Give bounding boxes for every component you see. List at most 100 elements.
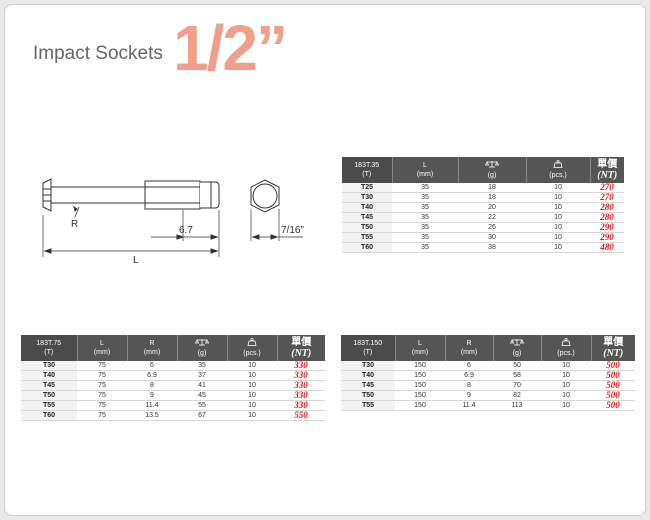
- code-cell: T55: [21, 400, 77, 411]
- length-cell: 150: [395, 400, 445, 411]
- quantity-cell: 10: [227, 370, 277, 381]
- spec-table-183t-150: 183T.150(T) L(mm) R(mm) (g) (pcs.) 單價(NT…: [341, 335, 635, 411]
- scale-icon: [485, 161, 499, 168]
- price-cell: 280: [590, 212, 624, 223]
- code-cell: T50: [341, 390, 395, 401]
- dim-r-label: R: [71, 219, 78, 230]
- price-cell: 290: [590, 222, 624, 233]
- quantity-cell: 10: [541, 370, 591, 381]
- quantity-cell: 10: [541, 361, 591, 371]
- price-header: 單價(NT): [591, 335, 635, 361]
- scale-icon: [510, 339, 524, 346]
- code-cell: T60: [21, 410, 77, 421]
- weight-cell: 113: [493, 400, 541, 411]
- length-cell: 150: [395, 361, 445, 371]
- weight-cell: 41: [177, 380, 227, 391]
- price-header: 單價(NT): [277, 335, 325, 361]
- length-cell: 75: [77, 380, 127, 391]
- code-header: 183T.150(T): [341, 335, 396, 361]
- radius-cell: 8: [127, 380, 177, 391]
- scale-icon: [195, 339, 209, 346]
- price-cell: 270: [590, 192, 624, 203]
- length-header: L(mm): [392, 157, 459, 183]
- code-cell: T30: [342, 192, 392, 203]
- code-cell: T30: [21, 361, 77, 371]
- weight-cell: 50: [493, 361, 541, 371]
- weight-cell: 35: [177, 361, 227, 371]
- code-cell: T25: [342, 183, 392, 193]
- code-cell: T40: [341, 370, 395, 381]
- price-cell: 500: [591, 370, 635, 381]
- catalog-page: Impact Sockets 1/2”: [4, 4, 646, 516]
- price-cell: 290: [590, 232, 624, 243]
- radius-cell: 6: [127, 361, 177, 371]
- table-header-row: 183T.35(T) L(mm) (g) (pcs.) 單價(NT): [342, 157, 624, 183]
- quantity-cell: 10: [227, 400, 277, 411]
- length-header: L(mm): [395, 335, 446, 361]
- length-cell: 75: [77, 361, 127, 371]
- size-heading: 1/2”: [173, 12, 288, 84]
- price-cell: 480: [590, 242, 624, 253]
- price-cell: 500: [591, 390, 635, 401]
- radius-header: R(mm): [445, 335, 494, 361]
- weight-cell: 22: [458, 212, 526, 223]
- weight-cell: 18: [458, 183, 526, 193]
- quantity-header: (pcs.): [526, 157, 591, 183]
- weight-cell: 58: [493, 370, 541, 381]
- length-cell: 75: [77, 370, 127, 381]
- price-cell: 270: [590, 183, 624, 193]
- weight-cell: 18: [458, 192, 526, 203]
- dim-6-7-label: 6.7: [179, 225, 193, 236]
- quantity-cell: 10: [526, 212, 590, 223]
- radius-cell: 11.4: [127, 400, 177, 411]
- dim-l-label: L: [133, 255, 139, 265]
- quantity-cell: 10: [227, 380, 277, 391]
- quantity-cell: 10: [526, 192, 590, 203]
- price-cell: 330: [277, 361, 325, 371]
- quantity-cell: 10: [526, 242, 590, 253]
- table-header-row: 183T.75(T) L(mm) R(mm) (g) (pcs.) 單價(NT): [21, 335, 325, 361]
- weight-cell: 30: [458, 232, 526, 243]
- code-cell: T55: [342, 232, 392, 243]
- code-cell: T40: [342, 202, 392, 213]
- quantity-header: (pcs.): [541, 335, 592, 361]
- quantity-cell: 10: [541, 380, 591, 391]
- quantity-cell: 10: [526, 202, 590, 213]
- socket-technical-drawing: R L 6.7 7/16”: [42, 178, 304, 265]
- weight-cell: 26: [458, 222, 526, 233]
- weight-cell: 82: [493, 390, 541, 401]
- length-cell: 75: [77, 400, 127, 411]
- quantity-cell: 10: [227, 410, 277, 421]
- weight-cell: 45: [177, 390, 227, 401]
- length-cell: 35: [392, 242, 458, 253]
- radius-cell: 6: [445, 361, 493, 371]
- spec-table-183t-75: 183T.75(T) L(mm) R(mm) (g) (pcs.) 單價(NT)…: [21, 335, 325, 421]
- length-cell: 35: [392, 212, 458, 223]
- weight-bag-icon: [247, 338, 257, 346]
- code-header: 183T.75(T): [21, 335, 78, 361]
- price-cell: 500: [591, 361, 635, 371]
- code-cell: T50: [21, 390, 77, 401]
- quantity-cell: 10: [227, 390, 277, 401]
- weight-bag-icon: [561, 338, 571, 346]
- length-cell: 35: [392, 183, 458, 193]
- price-header: 單價(NT): [590, 157, 624, 183]
